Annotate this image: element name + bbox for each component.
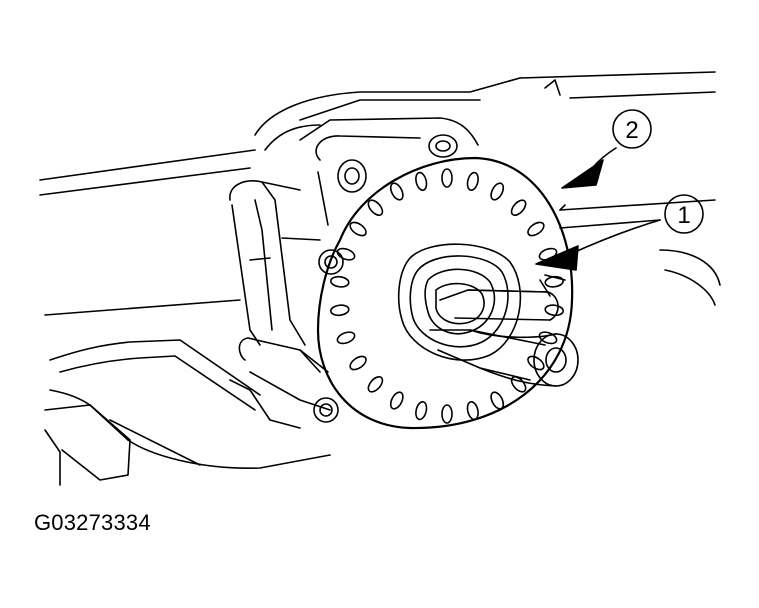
tone-wheel-slot <box>490 391 505 410</box>
tone-wheel-slot <box>389 182 404 201</box>
callout-leaders <box>559 147 661 257</box>
tone-wheel-slot <box>415 171 428 192</box>
tone-wheel-slot <box>367 199 384 217</box>
tone-wheel-slot <box>510 199 527 217</box>
callout-number-1: 1 <box>677 202 690 229</box>
mounting-bracket <box>229 180 344 423</box>
tone-wheel-slot <box>490 182 505 201</box>
callout-arrow-2 <box>561 159 604 189</box>
tone-wheel-slot <box>441 168 453 188</box>
tone-wheel-slot <box>527 355 545 371</box>
tone-wheel-slot <box>389 391 404 410</box>
callout-circle-2 <box>612 109 652 149</box>
upper-hub <box>315 134 458 226</box>
tone-wheel-slot <box>336 247 356 261</box>
tone-wheel-slot <box>466 171 479 192</box>
tone-wheel-slot <box>544 304 564 317</box>
tone-wheel-slot <box>349 355 367 371</box>
tone-wheel-slot <box>441 404 453 424</box>
tone-wheel-slot <box>330 275 350 288</box>
tone-wheel-slot <box>527 221 545 237</box>
callout-arrow-1 <box>535 245 579 271</box>
tone-wheel-disc <box>316 156 574 430</box>
housing-outline <box>39 71 721 316</box>
figure-id-label: G03273334 <box>34 510 151 535</box>
tone-wheel-slot <box>336 331 356 345</box>
callout-circle-1 <box>664 194 704 234</box>
callout-number-2: 2 <box>625 117 638 144</box>
tone-wheel-slot <box>367 375 384 393</box>
tone-wheel-slot <box>415 400 428 421</box>
tone-wheel-slot <box>466 400 479 421</box>
tone-wheel-slots <box>330 168 564 424</box>
tone-wheel-slot <box>538 331 558 345</box>
tone-wheel-slot <box>330 304 350 317</box>
sensor-shaft <box>397 243 579 387</box>
tone-wheel-slot <box>349 221 367 237</box>
lower-frame <box>44 339 331 486</box>
